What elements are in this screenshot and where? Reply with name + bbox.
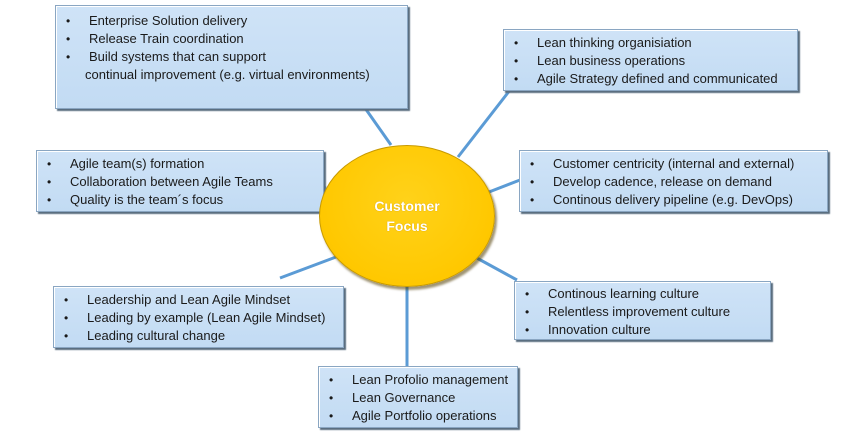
bullet-icon: • (66, 50, 71, 64)
list-item: •Lean business operations (514, 53, 686, 68)
bullet-icon: • (64, 329, 69, 343)
bullet-icon: • (64, 293, 69, 307)
list-item: •Leadership and Lean Agile Mindset (64, 292, 291, 307)
list-item: •Continous learning culture (525, 286, 700, 301)
bullet-icon: • (525, 287, 530, 301)
connector-culture (474, 255, 518, 282)
bullet-icon: • (530, 157, 535, 171)
list-item: •Quality is the team´s focus (47, 192, 224, 207)
list-item: •Agile Strategy defined and communicated (514, 71, 778, 86)
hub-label-line-2: Focus (386, 218, 428, 234)
list-item: •Develop cadence, release on demand (530, 174, 772, 189)
culture-box: •Continous learning culture •Relentless … (514, 281, 771, 340)
team-box: •Agile team(s) formation •Collaboration … (36, 150, 324, 212)
bullet-icon: • (514, 36, 519, 50)
list-item: •Agile team(s) formation (47, 156, 205, 171)
bullet-icon: • (66, 32, 71, 46)
list-item: •Continous delivery pipeline (e.g. DevOp… (530, 192, 793, 207)
list-item-continuation: continual improvement (e.g. virtual envi… (85, 67, 370, 82)
list-item: •Lean Profolio management (329, 372, 509, 387)
bullet-icon: • (329, 373, 334, 387)
bullet-icon: • (64, 311, 69, 325)
connector-portfolio-strategy (456, 89, 512, 158)
list-item: •Enterprise Solution delivery (66, 13, 248, 28)
list-item: •Lean thinking organisiation (514, 35, 692, 50)
bullet-icon: • (329, 409, 334, 423)
list-item: •Collaboration between Agile Teams (47, 174, 273, 189)
list-item: •Agile Portfolio operations (329, 408, 497, 423)
portfolio-box: •Lean Profolio management •Lean Governan… (318, 366, 518, 428)
bullet-icon: • (514, 72, 519, 86)
list-item: •Relentless improvement culture (525, 304, 731, 319)
solution-box: •Enterprise Solution delivery •Release T… (55, 5, 408, 109)
hub-label-line-1: Customer (374, 198, 440, 214)
bullet-icon: • (530, 175, 535, 189)
bullet-icon: • (66, 14, 71, 28)
list-item: •Leading cultural change (64, 328, 226, 343)
bullet-icon: • (525, 305, 530, 319)
list-item: •Release Train coordination (66, 31, 244, 46)
bullet-icon: • (47, 193, 52, 207)
connector-leadership (279, 255, 337, 280)
connector-solution (363, 107, 393, 146)
bullet-icon: • (525, 323, 530, 337)
list-item: •Leading by example (Lean Agile Mindset) (64, 310, 326, 325)
bullet-icon: • (329, 391, 334, 405)
bullet-icon: • (530, 193, 535, 207)
list-item: •Lean Governance (329, 390, 456, 405)
bullet-icon: • (514, 54, 519, 68)
leadership-box: •Leadership and Lean Agile Mindset •Lead… (53, 286, 344, 348)
customer-focus-hub: Customer Focus (319, 145, 495, 287)
list-item: •Customer centricity (internal and exter… (530, 156, 795, 171)
bullet-icon: • (47, 157, 52, 171)
connector-delivery (488, 178, 521, 194)
list-item: •Innovation culture (525, 322, 651, 337)
delivery-box: •Customer centricity (internal and exter… (519, 150, 828, 212)
portfolio-strategy-box: •Lean thinking organisiation •Lean busin… (503, 29, 798, 91)
bullet-icon: • (47, 175, 52, 189)
